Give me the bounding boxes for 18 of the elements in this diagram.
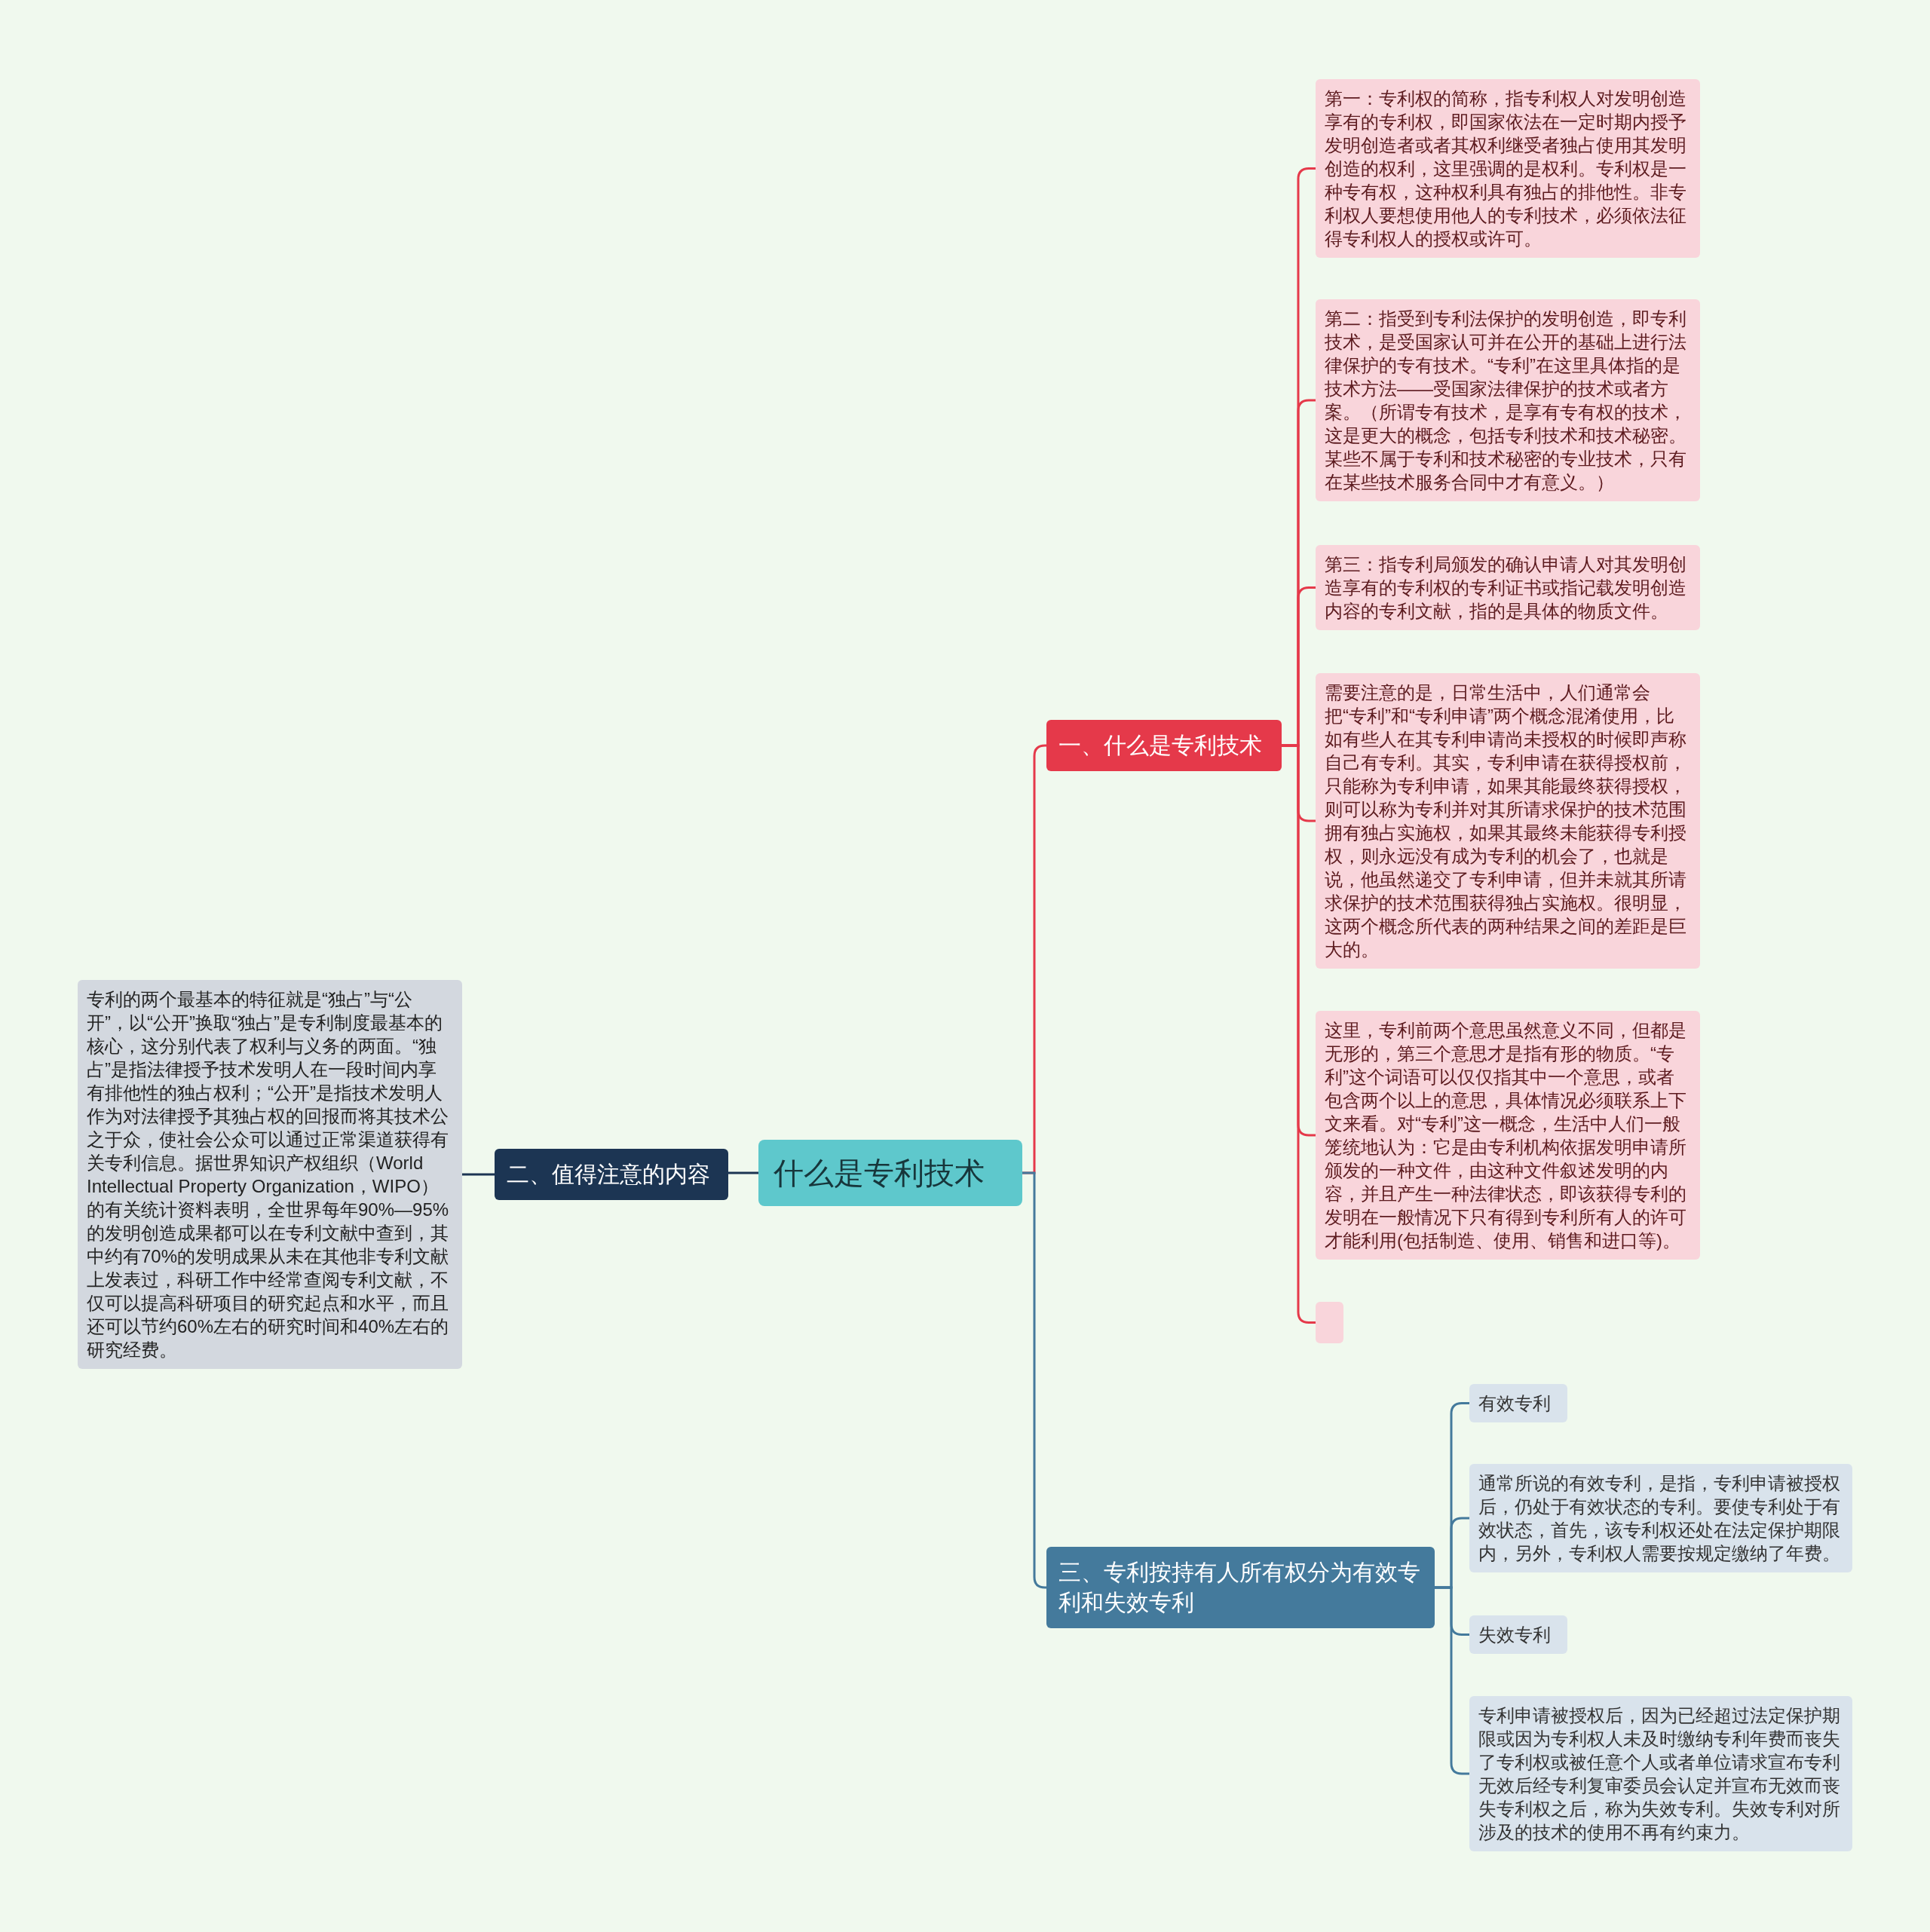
branch-topic: 一、什么是专利技术	[1046, 720, 1282, 771]
note-box: 这里，专利前两个意思虽然意义不同，但都是无形的，第三个意思才是指有形的物质。“专利”这个词语可以仅仅指其中一个意思，或者包含两个以上的意思，具体情况必须联系上下文来看。对“专利”这一概念，生活中人们一般笼统地认为：它是由专利机构依据发明申请所颁发的一种文件，由这种文件叙述发明的内容，并且产生一种法律状态，即该获得专利的发明在一般情况下只有得到专利所有人的许可才能利用(包括制造、使用、销售和进口等)。	[1316, 1011, 1700, 1260]
subtopic-box: 通常所说的有效专利，是指，专利申请被授权后，仍处于有效状态的专利。要使专利处于有效状态，首先，该专利权还处在法定保护期限内，另外，专利权人需要按规定缴纳了年费。	[1469, 1464, 1852, 1572]
subtopic-box: 有效专利	[1469, 1384, 1567, 1422]
subtopic-box: 专利申请被授权后，因为已经超过法定保护期限或因为专利权人未及时缴纳专利年费而丧失了专利权或被任意个人或者单位请求宣布专利无效后经专利复审委员会认定并宣布无效而丧失专利权之后，称为失效专利。失效专利对所涉及的技术的使用不再有约束力。	[1469, 1696, 1852, 1851]
note-box: 第一：专利权的简称，指专利权人对发明创造享有的专利权，即国家依法在一定时期内授予发明创造者或者其权利继受者独占使用其发明创造的权利，这里强调的是权利。专利权是一种专有权，这种权利具有独占的排他性。非专利权人要想使用他人的专利技术，必须依法征得专利权人的授权或许可。	[1316, 79, 1700, 258]
note-box: 专利的两个最基本的特征就是“独占”与“公开”，以“公开”换取“独占”是专利制度最基本的核心，这分别代表了权利与义务的两面。“独占”是指法律授予技术发明人在一段时间内享有排他性的独占权利；“公开”是指技术发明人作为对法律授予其独占权的回报而将其技术公之于众，使社会公众可以通过正常渠道获得有关专利信息。据世界知识产权组织（World Intellectual Property Organization，WIPO）的有关统计资料表明，全世界每年90%—95%的发明创造成果都可以在专利文献中查到，其中约有70%的发明成果从未在其他非专利文献上发表过，科研工作中经常查阅专利文献，不仅可以提高科研项目的研究起点和水平，而且还可以节约60%左右的研究时间和40%左右的研究经费。	[78, 980, 462, 1369]
branch-topic: 三、专利按持有人所有权分为有效专利和失效专利	[1046, 1547, 1435, 1628]
note-box: 需要注意的是，日常生活中，人们通常会把“专利”和“专利申请”两个概念混淆使用，比如有些人在其专利申请尚未授权的时候即声称自己有专利。其实，专利申请在获得授权前，只能称为专利申请，如果其能最终获得授权，则可以称为专利并对其所请求保护的技术范围拥有独占实施权，如果其最终未能获得专利授权，则永远没有成为专利的机会了，也就是说，他虽然递交了专利申请，但并未就其所请求保护的技术范围获得独占实施权。很明显，这两个概念所代表的两种结果之间的差距是巨大的。	[1316, 673, 1700, 969]
note-box: 第三：指专利局颁发的确认申请人对其发明创造享有的专利权的专利证书或指记载发明创造内容的专利文献，指的是具体的物质文件。	[1316, 545, 1700, 630]
connector-line	[1435, 1586, 1469, 1775]
connector-line	[462, 1173, 495, 1176]
branch-topic: 二、值得注意的内容	[495, 1149, 728, 1200]
empty-note-box	[1316, 1302, 1343, 1343]
subtopic-box: 失效专利	[1469, 1615, 1567, 1654]
note-box: 第二：指受到专利法保护的发明创造，即专利技术，是受国家认可并在公开的基础上进行法律保护的专有技术。“专利”在这里具体指的是技术方法——受国家法律保护的技术或者方案。（所谓专有技术，是享有专有权的技术，这是更大的概念，包括专利技术和技术秘密。某些不属于专利和技术秘密的专业技术，只有在某些技术服务合同中才有意义。）	[1316, 299, 1700, 501]
central-topic: 什么是专利技术	[758, 1140, 1022, 1206]
connector-line	[728, 1171, 758, 1174]
